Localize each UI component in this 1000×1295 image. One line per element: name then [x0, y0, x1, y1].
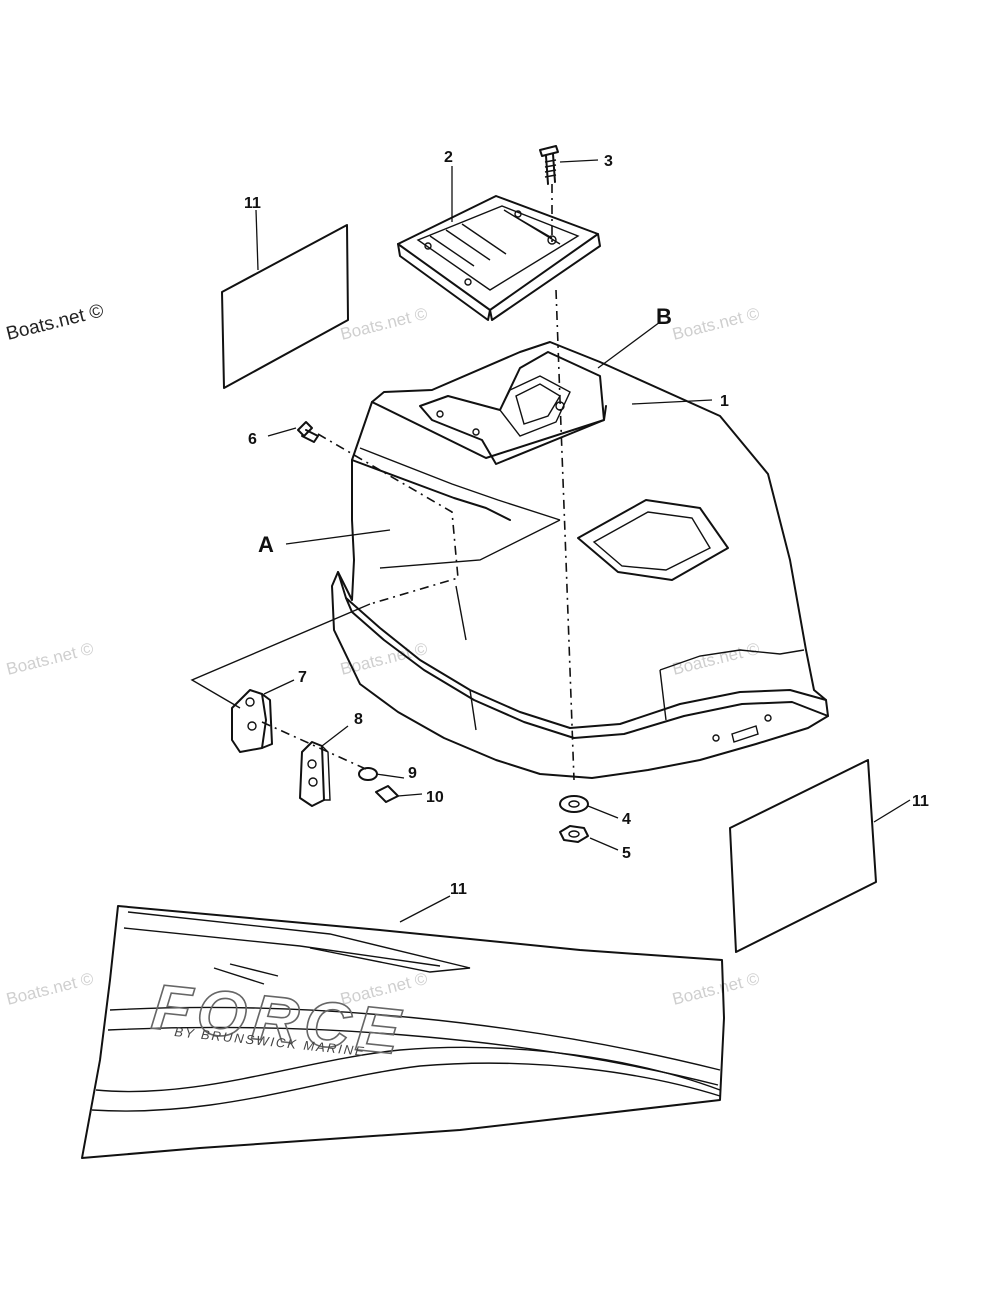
assembly-line — [555, 289, 575, 781]
nut-part-5 — [559, 825, 589, 843]
callout-2: 2 — [444, 149, 453, 166]
callout-3: 3 — [604, 153, 613, 170]
callout-11: 11 — [450, 881, 467, 898]
assembly-line — [379, 519, 561, 569]
assembly-line — [261, 721, 369, 771]
leader-lines — [255, 159, 911, 923]
washer-part-9 — [358, 767, 378, 781]
latch-plate-part-8 — [299, 741, 331, 807]
callout-5: 5 — [622, 845, 631, 862]
watermark: Boats.net © — [670, 639, 761, 679]
watermark: Boats.net © — [338, 639, 429, 679]
callout-11: 11 — [244, 195, 261, 212]
assembly-line — [317, 433, 459, 605]
callout-11: 11 — [912, 793, 929, 810]
assembly-line — [190, 603, 371, 709]
latch-bracket-part-7 — [231, 689, 273, 753]
watermark: Boats.net © — [670, 969, 761, 1009]
watermark: Boats.net © — [670, 304, 761, 344]
washer-part-4 — [559, 795, 589, 813]
decal-sheet-upper-left — [221, 224, 349, 389]
callout-B: B — [656, 304, 672, 329]
watermark: Boats.net © — [4, 300, 106, 344]
watermark: Boats.net © — [4, 639, 95, 679]
watermark: Boats.net © — [4, 969, 95, 1009]
callout-6: 6 — [248, 431, 257, 448]
decal-sheet-lower-right — [729, 759, 877, 953]
bolt-part-6 — [297, 421, 319, 443]
callout-8: 8 — [354, 711, 363, 728]
callout-4: 4 — [622, 811, 631, 828]
callout-1: 1 — [720, 393, 729, 410]
bolt-part-10 — [375, 785, 399, 803]
callout-labels: 2 3 11 B 1 6 A 7 8 9 10 4 5 11 11 — [244, 149, 929, 898]
callout-10: 10 — [426, 789, 444, 806]
vent-cover-plate — [397, 195, 601, 321]
callout-9: 9 — [408, 765, 417, 782]
screw-part-3 — [539, 145, 559, 185]
callout-A: A — [258, 532, 274, 557]
force-decal: FORCE BY BRUNSWICK MARINE — [81, 905, 725, 1159]
engine-cover-part-1 — [331, 341, 829, 779]
callout-7: 7 — [298, 669, 307, 686]
watermark: Boats.net © — [338, 304, 429, 344]
